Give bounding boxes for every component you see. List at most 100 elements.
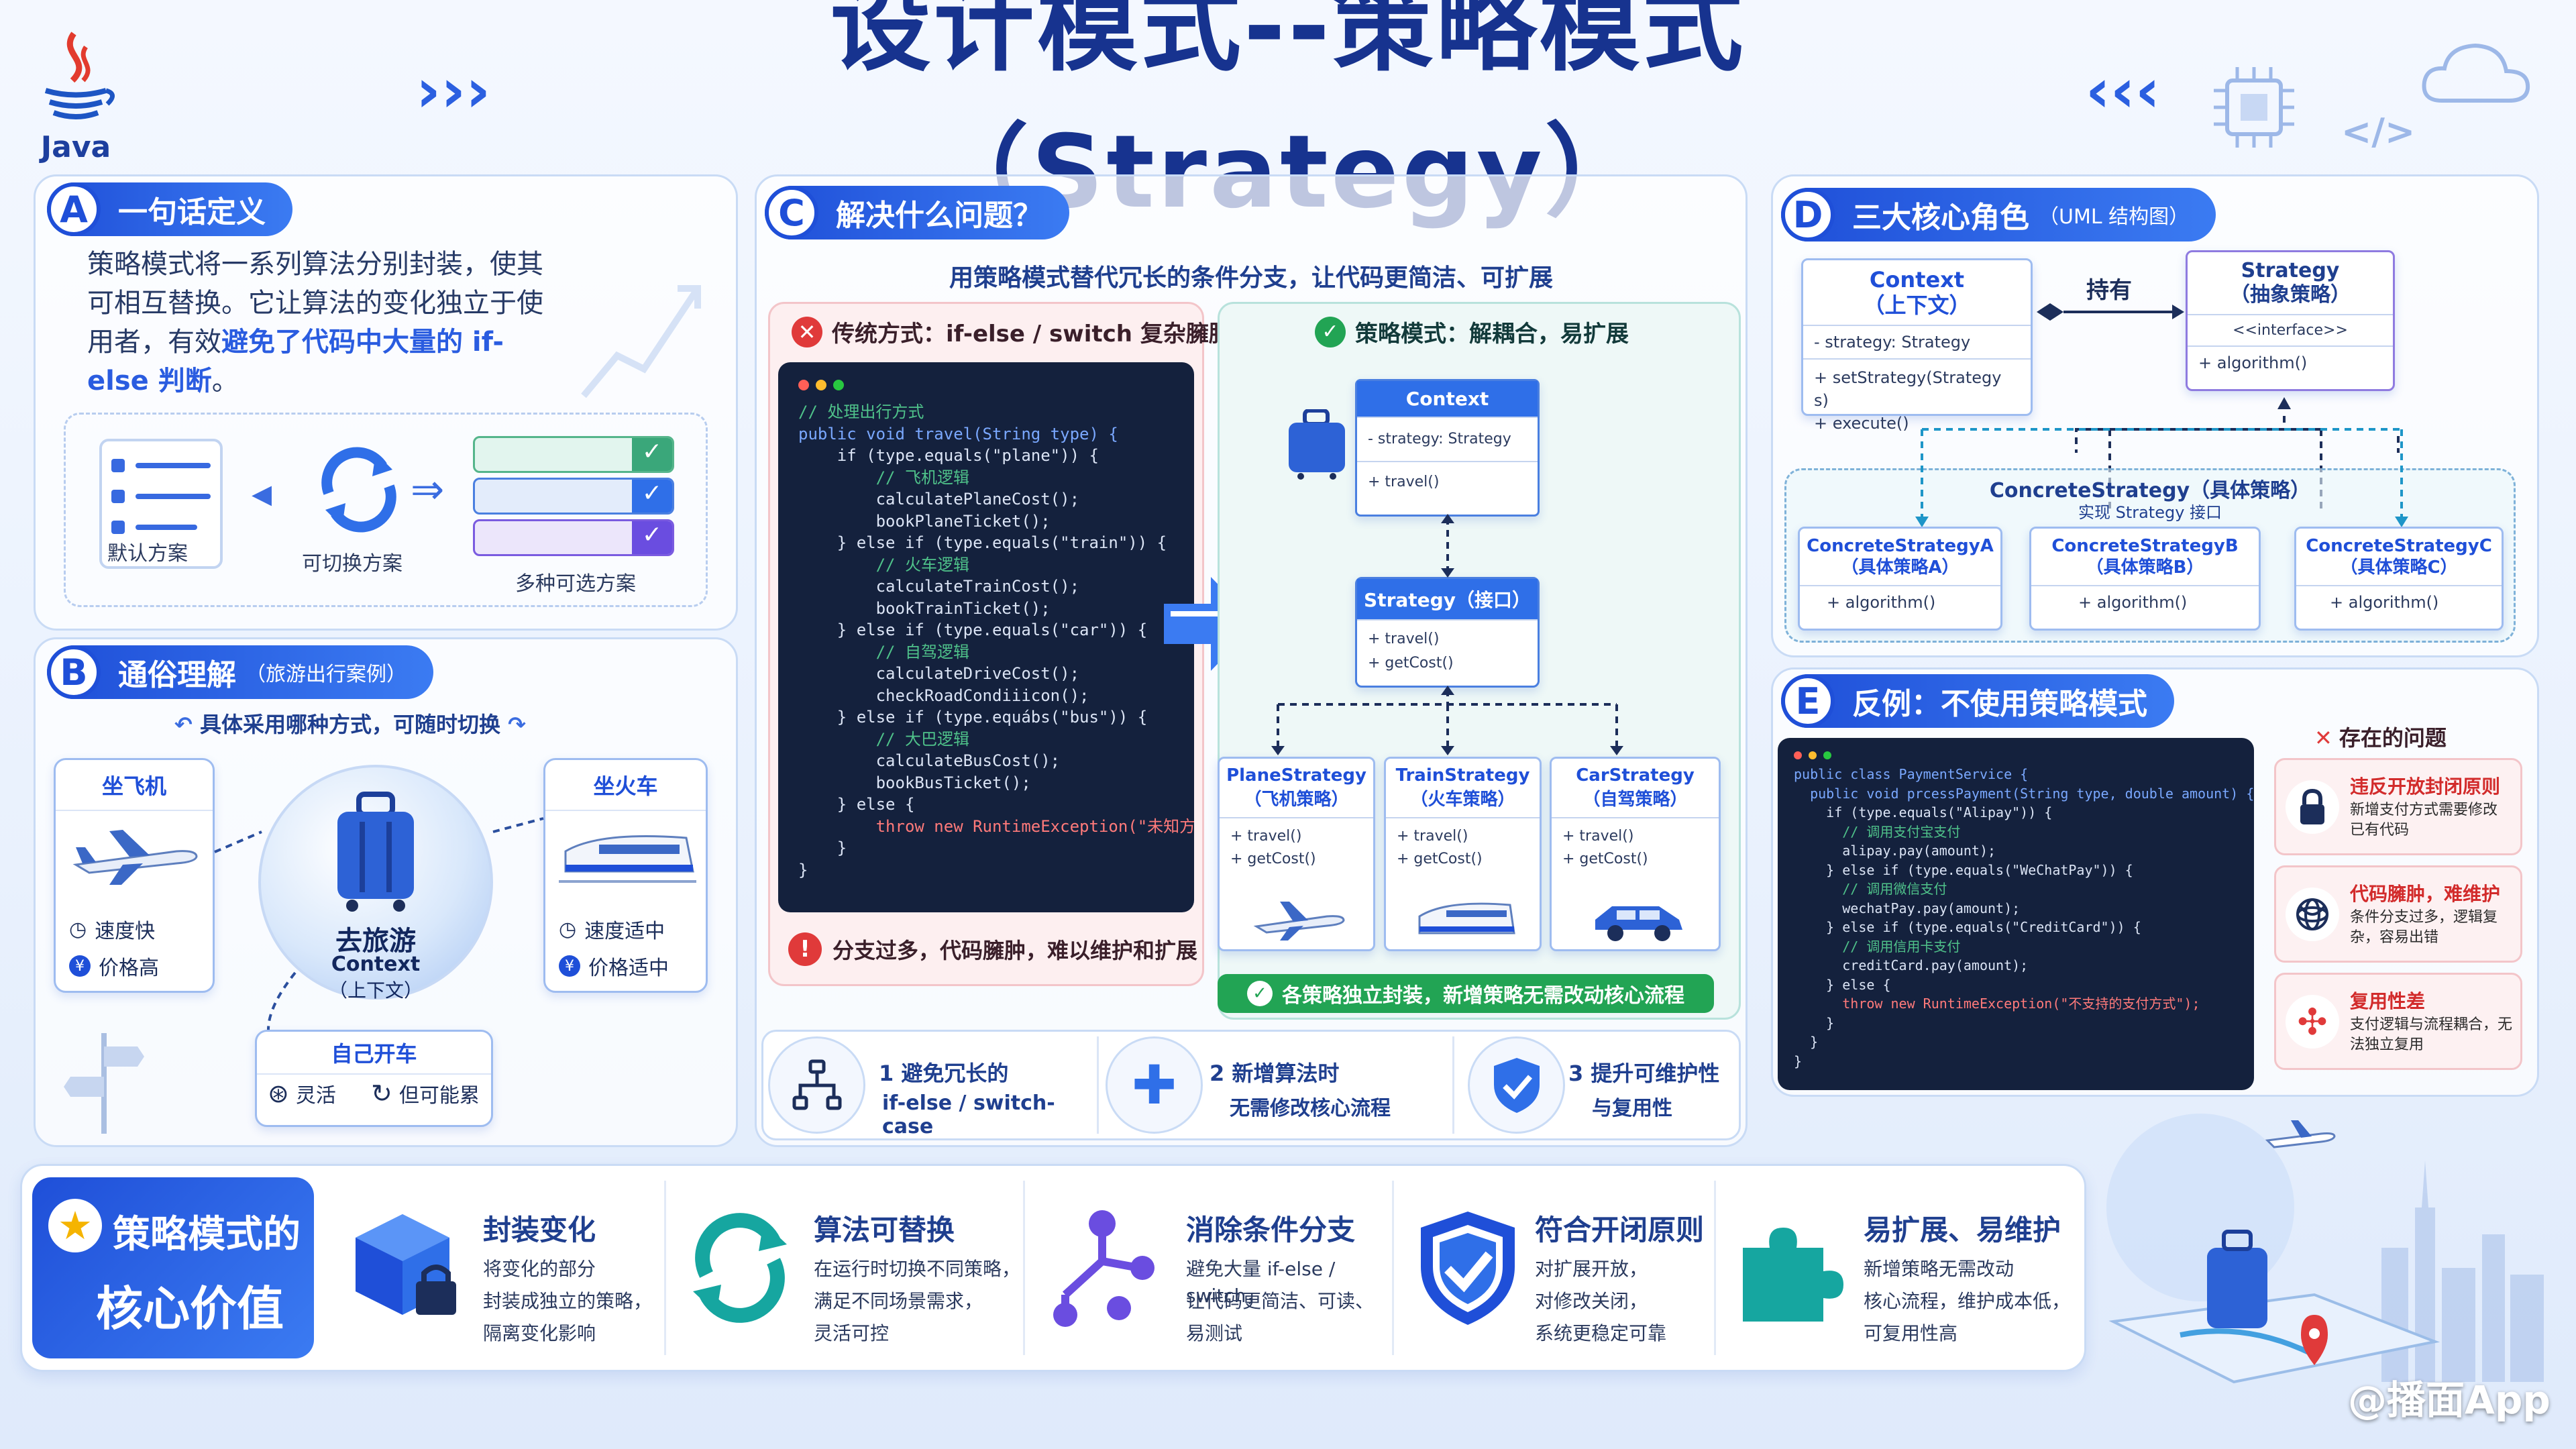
strategy-interface-name: Strategy（接口） bbox=[1357, 579, 1538, 621]
value-3-desc-3: 易测试 bbox=[1186, 1322, 1243, 1344]
d-strategy-box[interactable]: Strategy（抽象策略） <<interface>> + algorithm… bbox=[2186, 250, 2395, 391]
strategy-interface-box[interactable]: Strategy（接口） + travel() + getCost() bbox=[1355, 577, 1540, 688]
concrete-b-box[interactable]: ConcreteStrategyB（具体策略B） + algorithm() bbox=[2029, 527, 2261, 631]
train-strategy-cn: （火车策略） bbox=[1410, 790, 1515, 810]
train-price-row: ¥价格适中 bbox=[559, 951, 669, 981]
value-2-desc-3: 灵活可控 bbox=[814, 1322, 890, 1344]
java-cup-icon bbox=[44, 32, 115, 119]
train-strategy-name: TrainStrategy bbox=[1395, 765, 1530, 786]
section-b-letter: B bbox=[47, 645, 101, 699]
concrete-c-box[interactable]: ConcreteStrategyC（具体策略C） + algorithm() bbox=[2294, 527, 2504, 631]
concrete-a-box[interactable]: ConcreteStrategyA（具体策略A） + algorithm() bbox=[1798, 527, 2002, 631]
car-option-card[interactable]: 自己开车 ⊛灵活 ↻但可能累 bbox=[255, 1030, 493, 1127]
car-tired-row: ↻但可能累 bbox=[371, 1079, 480, 1108]
plane-method-1: + travel() bbox=[1230, 828, 1302, 845]
plane-strategy-cn: （飞机策略） bbox=[1244, 790, 1349, 810]
issue-card-1: 违反开放封闭原则 新增支付方式需要修改已有代码 bbox=[2274, 758, 2522, 855]
plane-strategy-box[interactable]: PlaneStrategy（飞机策略） + travel() + getCost(… bbox=[1218, 757, 1375, 951]
concrete-a-header: ConcreteStrategyA（具体策略A） bbox=[1800, 529, 2000, 586]
steering-wheel-icon: ⊛ bbox=[268, 1079, 289, 1108]
growth-chart-icon bbox=[577, 262, 711, 409]
arrow-right-double-icon: ⇒ bbox=[411, 466, 445, 513]
train-option-title: 坐火车 bbox=[545, 760, 706, 811]
plane-option-card[interactable]: 坐飞机 ◷速度快 ¥价格高 bbox=[54, 758, 215, 993]
issues-title-row: ✕存在的问题 bbox=[2314, 721, 2447, 752]
switchable-plan-label: 可切换方案 bbox=[302, 552, 402, 576]
section-a-letter: A bbox=[47, 182, 101, 236]
benefit-3-line2: 与复用性 bbox=[1592, 1097, 1672, 1120]
value-1-desc-2: 封装成独立的策略， bbox=[483, 1290, 653, 1312]
branch-merge-icon bbox=[1045, 1208, 1159, 1328]
car-strategy-header: CarStrategy（自驾策略） bbox=[1552, 759, 1719, 818]
e-code-line: public class PaymentService { bbox=[1794, 766, 2029, 782]
value-5-desc-1: 新增策略无需改动 bbox=[1864, 1258, 2015, 1280]
train-option-card[interactable]: 坐火车 ◷速度适中 ¥价格适中 bbox=[543, 758, 708, 993]
e-code-line: // 调用微信支付 bbox=[1794, 881, 1947, 897]
train-strategy-box[interactable]: TrainStrategy （火车策略） + travel()+ getCost(… bbox=[1384, 757, 1542, 951]
e-code-line: } bbox=[1794, 1053, 1803, 1069]
context-title: 去旅游 bbox=[335, 926, 416, 957]
benefit-2-line2: 无需修改核心流程 bbox=[1230, 1097, 1391, 1120]
section-c-tag: C 解决什么问题？ bbox=[765, 186, 1069, 239]
default-plan-doc-icon bbox=[94, 436, 228, 570]
car-strategy-box[interactable]: CarStrategy（自驾策略） + travel()+ getCost() bbox=[1550, 757, 1721, 951]
issue-3-title: 复用性差 bbox=[2350, 990, 2426, 1012]
value-4-desc-3: 系统更稳定可靠 bbox=[1535, 1322, 1667, 1344]
warning-icon: ! bbox=[788, 932, 822, 966]
holds-label: 持有 bbox=[2086, 277, 2132, 304]
concrete-b-header: ConcreteStrategyB（具体策略B） bbox=[2031, 529, 2259, 586]
e-code-line: wechatPay.pay(amount); bbox=[1794, 900, 2021, 916]
car-flexible-row: ⊛灵活 bbox=[268, 1079, 336, 1108]
c-code-line: // 飞机逻辑 bbox=[798, 468, 969, 487]
value-5-desc-2: 核心流程，维护成本低， bbox=[1864, 1290, 2071, 1312]
c-code-line: // 火车逻辑 bbox=[798, 555, 969, 574]
definition-highlight: 避免了代码中大量的 if-else 判断 bbox=[87, 327, 504, 396]
c-code-line: } else { bbox=[798, 795, 915, 814]
yen-icon: ¥ bbox=[69, 955, 91, 977]
section-c-title: 解决什么问题？ bbox=[836, 199, 1042, 233]
plane-strategy-header: PlaneStrategy（飞机策略） bbox=[1220, 759, 1373, 818]
locked-cube-icon bbox=[349, 1208, 463, 1328]
core-values-title-1: 策略模式的 bbox=[113, 1213, 301, 1256]
section-e-tag: E 反例：不使用策略模式 bbox=[1781, 674, 2174, 728]
c-code-line: bookTrainTicket(); bbox=[798, 598, 1051, 618]
issue-2-desc: 条件分支过多，逻辑复杂，容易出错 bbox=[2350, 909, 2498, 946]
issue-card-2: 代码臃肿，难维护 条件分支过多，逻辑复杂，容易出错 bbox=[2274, 865, 2522, 963]
suitcase-icon bbox=[332, 792, 419, 912]
car-tired: 但可能累 bbox=[398, 1084, 480, 1108]
title-arrows-left-icon: ››› bbox=[416, 55, 491, 126]
java-logo: Java bbox=[32, 27, 119, 164]
core-values-title-box: ★ 策略模式的 核心价值 bbox=[32, 1177, 314, 1358]
d-context-name: Context bbox=[1869, 267, 1965, 292]
concrete-c-cn: （具体策略C） bbox=[2340, 557, 2458, 578]
d-context-box[interactable]: Context（上下文） - strategy: Strategy + setS… bbox=[1801, 258, 2033, 433]
blue-suitcase-icon bbox=[1285, 409, 1348, 480]
cycle-arrows-icon bbox=[680, 1208, 800, 1328]
c-code-line: // 自驾逻辑 bbox=[798, 642, 969, 661]
counterexample-code: public class PaymentService { public voi… bbox=[1794, 765, 2254, 1071]
e-code-line: } else { bbox=[1794, 976, 1891, 993]
value-1-desc-3: 隔离变化影响 bbox=[483, 1322, 596, 1344]
error-x-icon: ✕ bbox=[792, 316, 822, 347]
switch-cycle-icon bbox=[309, 439, 409, 540]
car-method-1: + travel() bbox=[1562, 828, 1634, 845]
c-code-line: if (type.equals("plane")) { bbox=[798, 446, 1099, 465]
d-context-header: Context（上下文） bbox=[1803, 260, 2031, 326]
puzzle-icon: ✚ bbox=[1106, 1036, 1203, 1134]
context-class-box[interactable]: Context - strategy: Strategy + travel() bbox=[1355, 379, 1540, 517]
car-strategy-cn: （自驾策略） bbox=[1582, 790, 1688, 810]
shield-check-icon bbox=[1414, 1208, 1521, 1328]
section-a-title: 一句话定义 bbox=[118, 195, 266, 229]
train-strategy-methods: + travel()+ getCost() bbox=[1386, 818, 1540, 877]
section-c-letter: C bbox=[765, 186, 818, 239]
value-item-2: 算法可替换 在运行时切换不同策略， 满足不同场景需求， 灵活可控 bbox=[664, 1181, 1026, 1355]
plane-strategy-methods: + travel() + getCost() bbox=[1220, 818, 1373, 877]
code-brackets-icon: </> bbox=[2341, 111, 2416, 153]
puzzle-icon bbox=[1729, 1208, 1850, 1328]
issue-1-desc: 新增支付方式需要修改已有代码 bbox=[2350, 802, 2498, 839]
x-mark-icon: ✕ bbox=[2314, 725, 2332, 751]
value-5-title: 易扩展、易维护 bbox=[1864, 1214, 2061, 1246]
e-code-line: // 调用信用卡支付 bbox=[1794, 938, 1961, 955]
plane-method-2: + getCost() bbox=[1230, 851, 1316, 867]
